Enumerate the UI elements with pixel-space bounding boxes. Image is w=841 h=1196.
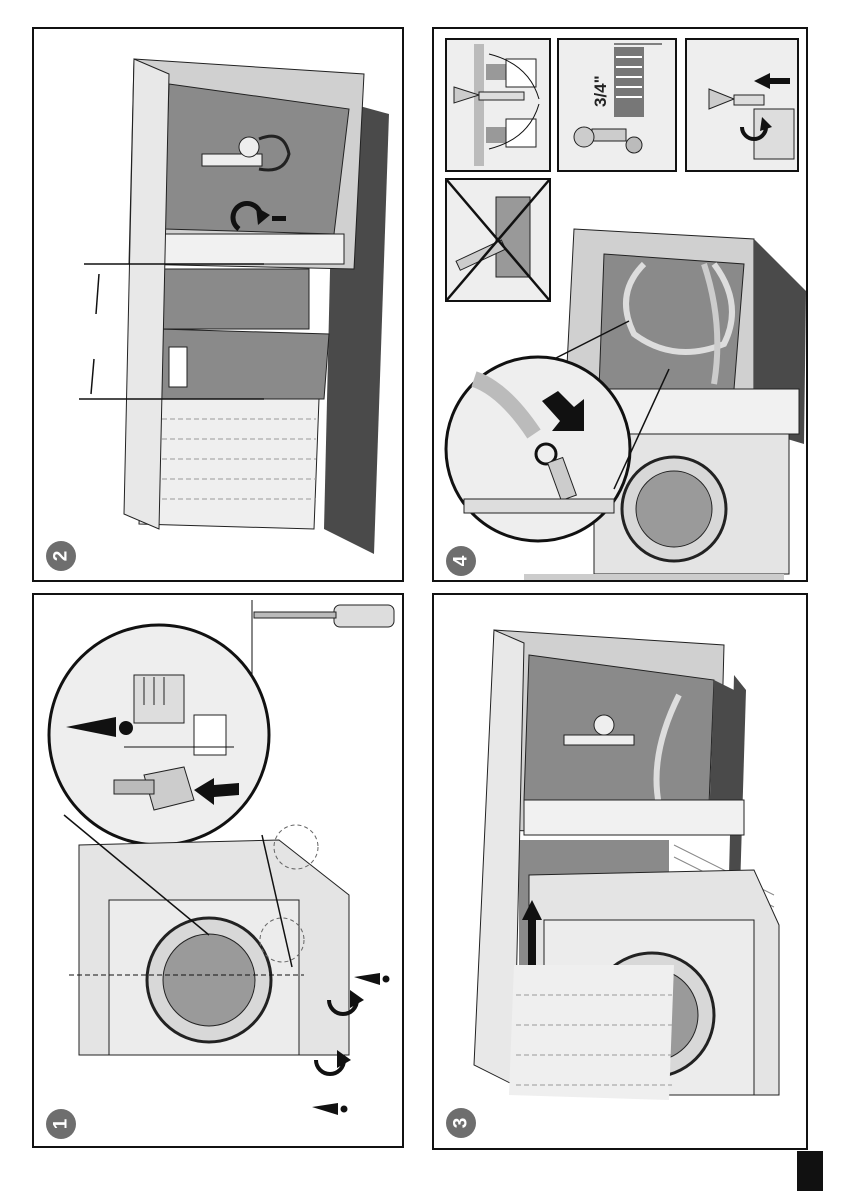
machine-height-adjust-illustration (34, 595, 404, 1148)
zoom-detail-circle (49, 625, 269, 845)
step-number-badge: 4 (446, 546, 476, 576)
step-number-badge: 2 (46, 541, 76, 571)
zoom-detail-circle (446, 357, 630, 541)
step-number-badge: 3 (446, 1108, 476, 1138)
forbidden-inset (446, 179, 550, 301)
screw-hose-inset (686, 39, 798, 171)
step-number-badge: 1 (46, 1109, 76, 1139)
thread-size-inset: 3/4" (558, 39, 676, 171)
page-edge-tab (797, 1151, 823, 1191)
exclamation-dot-icon (312, 1103, 348, 1115)
machine-insertion-illustration (434, 595, 808, 1150)
panel-step-3: 3 (432, 593, 808, 1150)
panel-step-4: 3/4" (432, 27, 808, 582)
thread-size-label: 3/4" (591, 75, 610, 107)
panel-step-2: 2 (32, 27, 404, 582)
cabinet-niche-illustration (34, 29, 404, 582)
hose-connection-illustration: 3/4" (434, 29, 808, 582)
exclamation-dot-icon (354, 973, 390, 985)
panel-step-1: 1 (32, 593, 404, 1148)
screwdriver-icon (252, 600, 394, 685)
valve-orientation-inset (446, 39, 550, 171)
